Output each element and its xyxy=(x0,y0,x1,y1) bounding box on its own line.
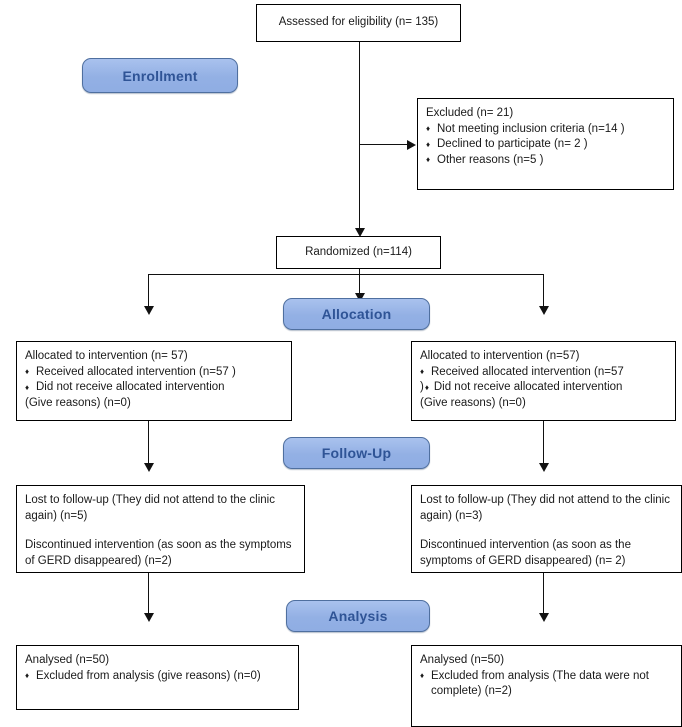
stage-label-allocation: Allocation xyxy=(283,298,430,330)
allocation-left-tail: (Give reasons) (n=0) xyxy=(25,396,131,409)
stage-label-enrollment: Enrollment xyxy=(82,58,238,93)
list-item: Excluded from analysis (The data were no… xyxy=(420,668,673,700)
allocation-right-box: Allocated to intervention (n=57) Receive… xyxy=(411,341,676,421)
analysis-left-list: Excluded from analysis (give reasons) (n… xyxy=(25,668,290,685)
excluded-reasons-list: Not meeting inclusion criteria (n=14 ) D… xyxy=(426,121,665,169)
connector-split-left xyxy=(148,274,150,311)
stage-label-followup: Follow-Up xyxy=(283,437,430,469)
stage-label-followup-text: Follow-Up xyxy=(321,445,392,461)
connector-to-excluded xyxy=(359,144,409,146)
analysis-left-analysed: Analysed (n=50) xyxy=(25,654,110,666)
allocation-right-tail: (Give reasons) (n=0) xyxy=(420,396,526,409)
connector-assessed-to-randomized xyxy=(359,42,361,235)
allocation-right-list-continued: Did not receive allocated intervention xyxy=(425,380,667,396)
randomized-box: Randomized (n=114) xyxy=(276,236,441,269)
list-item: Other reasons (n=5 ) xyxy=(426,152,665,169)
followup-right-lost: Lost to follow-up (They did not attend t… xyxy=(420,494,670,522)
analysis-right-analysed: Analysed (n=50) xyxy=(420,654,505,666)
list-item: Not meeting inclusion criteria (n=14 ) xyxy=(426,121,665,138)
arrow-into-analysis-left xyxy=(144,613,154,622)
followup-left-box: Lost to follow-up (They did not attend t… xyxy=(16,485,305,573)
connector-allocation-to-followup-left xyxy=(148,421,150,469)
assessed-for-eligibility-box: Assessed for eligibility (n= 135) xyxy=(256,4,461,42)
analysis-right-list: Excluded from analysis (The data were no… xyxy=(420,668,673,700)
arrow-into-randomized xyxy=(355,228,365,237)
allocation-left-list: Received allocated intervention (n=57 ) … xyxy=(25,364,283,396)
list-item: Received allocated intervention (n=57 xyxy=(420,364,667,381)
stage-label-analysis-text: Analysis xyxy=(328,608,388,624)
connector-allocation-to-followup-right xyxy=(543,421,545,469)
connector-followup-to-analysis-left xyxy=(148,573,150,619)
followup-right-discontinued: Discontinued intervention (as soon as th… xyxy=(420,539,631,567)
list-item: Excluded from analysis (give reasons) (n… xyxy=(25,668,290,685)
arrow-into-allocation-left xyxy=(144,306,154,315)
arrow-into-followup-left xyxy=(144,463,154,472)
excluded-box: Excluded (n= 21) Not meeting inclusion c… xyxy=(417,98,674,190)
connector-split-center xyxy=(359,274,361,298)
excluded-title: Excluded (n= 21) xyxy=(426,107,514,119)
allocation-right-list: Received allocated intervention (n=57 xyxy=(420,364,667,381)
arrow-into-followup-right xyxy=(539,463,549,472)
allocation-right-title: Allocated to intervention (n=57) xyxy=(420,350,580,362)
stage-label-enrollment-text: Enrollment xyxy=(122,67,198,84)
followup-left-lost: Lost to follow-up (They did not attend t… xyxy=(25,494,275,522)
list-item: Declined to participate (n= 2 ) xyxy=(426,137,665,153)
analysis-left-box: Analysed (n=50) Excluded from analysis (… xyxy=(16,645,299,710)
arrow-into-allocation-stage xyxy=(355,293,365,302)
allocation-right-wrap-paren: ) xyxy=(420,381,424,393)
list-item: Did not receive allocated intervention xyxy=(25,380,283,396)
connector-split-right xyxy=(543,274,545,311)
arrow-into-analysis-right xyxy=(539,613,549,622)
list-item: Did not receive allocated intervention xyxy=(425,380,667,396)
list-item: Received allocated intervention (n=57 ) xyxy=(25,364,283,381)
followup-right-box: Lost to follow-up (They did not attend t… xyxy=(411,485,682,573)
assessed-for-eligibility-text: Assessed for eligibility (n= 135) xyxy=(278,16,439,29)
allocation-left-title: Allocated to intervention (n= 57) xyxy=(25,350,188,362)
allocation-left-box: Allocated to intervention (n= 57) Receiv… xyxy=(16,341,292,421)
connector-allocation-split xyxy=(148,274,544,276)
arrow-into-allocation-right xyxy=(539,306,549,315)
connector-followup-to-analysis-right xyxy=(543,573,545,619)
followup-left-discontinued: Discontinued intervention (as soon as th… xyxy=(25,539,292,567)
connector-randomized-stem xyxy=(359,269,361,275)
stage-label-analysis: Analysis xyxy=(286,600,430,632)
arrow-into-excluded xyxy=(407,140,416,150)
allocation-right-wrapped-line: ) Did not receive allocated intervention xyxy=(420,380,667,396)
randomized-text: Randomized (n=114) xyxy=(305,245,412,258)
stage-label-allocation-text: Allocation xyxy=(321,306,392,322)
analysis-right-box: Analysed (n=50) Excluded from analysis (… xyxy=(411,645,682,727)
